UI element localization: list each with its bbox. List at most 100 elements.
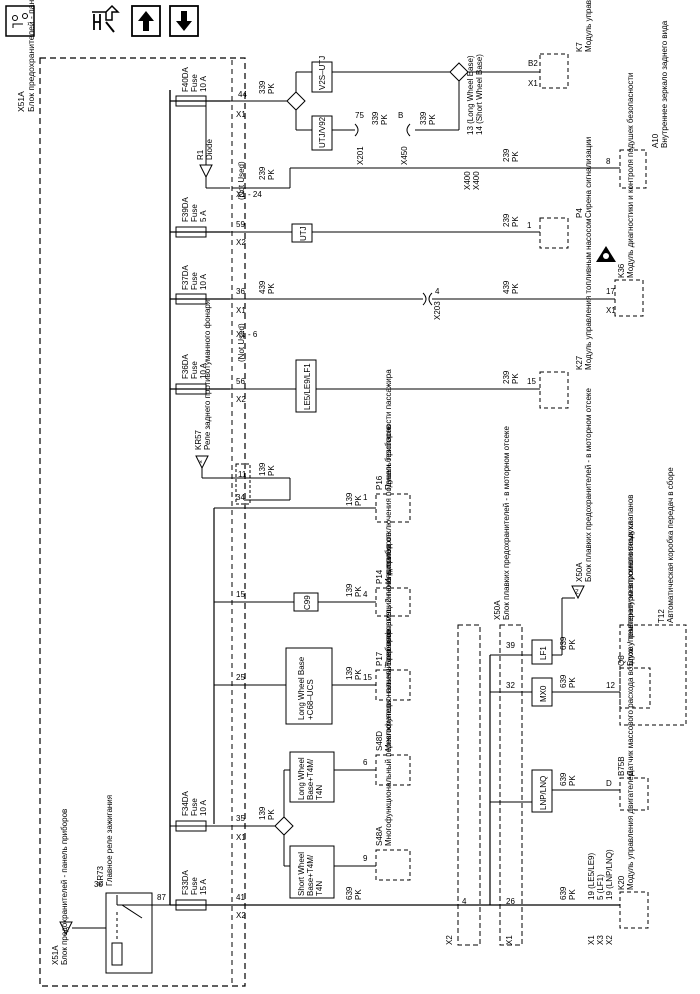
svg-text:KR57 Реле заднего против: KR57 Реле заднего противотуманного фонар…: [194, 300, 212, 450]
svg-text:X51A Блок предохранителе: X51A Блок предохранителей - панель прибо…: [51, 809, 69, 965]
svg-text:639PK: 639PK: [559, 674, 577, 688]
svg-text:41: 41: [236, 893, 245, 902]
fuse-f33da[interactable]: F33DA Fuse 15 A: [175, 868, 208, 911]
svg-text:K27 Модуль управления то: K27 Модуль управления топливным насосом: [575, 218, 593, 370]
svg-text:B: B: [398, 111, 403, 120]
component-p17[interactable]: P17 Блок информационного дисплея: [375, 544, 411, 701]
svg-text:75: 75: [355, 111, 364, 120]
svg-text:(Not Used): (Not Used): [237, 161, 246, 200]
svg-text:15: 15: [236, 590, 245, 599]
component-s48d[interactable]: S48D Многофункциональный переключатель 2…: [375, 532, 411, 786]
page-up-button[interactable]: [131, 5, 161, 37]
fuse-f39da[interactable]: F39DA Fuse 5 A: [170, 195, 230, 238]
circuit-f34da: 35 X1 139PK Long WheelBase+T4M/T4N Short…: [170, 751, 376, 899]
svg-text:X50A Блок плавких предох: X50A Блок плавких предохранителей - в мо…: [493, 426, 511, 620]
component-b75b[interactable]: B75B Датчик массового расхода воздуха / …: [617, 521, 649, 811]
fuse-f36da[interactable]: F36DA Fuse 10 A: [170, 352, 230, 395]
svg-text:439PK: 439PK: [258, 280, 276, 294]
svg-text:X1: X1: [236, 833, 246, 842]
svg-text:139PK: 139PK: [345, 492, 363, 506]
circuit-f40da: 44 X1 339PK 339PK 339PK 75 X201 B X450 V…: [230, 54, 540, 165]
diode-r1[interactable]: R1 Diode: [196, 101, 230, 189]
component-p4[interactable]: P4 Сирена сигнализации: [539, 137, 593, 249]
svg-text:F37DA Fuse 10 A: F37DA Fuse 10 A: [181, 263, 208, 290]
svg-text:KR73 Главное реле зажига: KR73 Главное реле зажигания: [96, 795, 114, 886]
svg-text:139PK: 139PK: [345, 583, 363, 597]
svg-text:15: 15: [527, 377, 536, 386]
svg-text:1: 1: [363, 493, 368, 502]
svg-text:139PK: 139PK: [345, 666, 363, 680]
svg-text:×: ×: [199, 460, 203, 466]
relay-kr57[interactable]: × KR57 Реле заднего противотуманного фон…: [194, 300, 291, 501]
svg-text:26: 26: [506, 897, 515, 906]
component-s48a[interactable]: S48A Многофункциональный переключатель -…: [375, 629, 411, 881]
circuit-f37da: 36 X1 439PK 439PK 4 X203 17 X1: [230, 280, 616, 320]
circuit-p17: 25 Long Wheel Base+C68–UCS 139PK 15: [214, 647, 376, 725]
component-k36[interactable]: K36 Модуль диагностики и контроля подуше…: [596, 73, 644, 317]
component-k27[interactable]: K27 Модуль управления топливным насосом: [539, 218, 593, 409]
component-k7[interactable]: B2 X1 K7 Модуль управления оборудованием…: [528, 0, 593, 89]
component-p16[interactable]: P16 Панель приборов: [375, 425, 411, 523]
fuse-f37da[interactable]: F37DA Fuse 10 A: [170, 263, 230, 305]
svg-text:P14 Индикатор отключения: P14 Индикатор отключения подушки безопас…: [375, 369, 393, 584]
component-k20[interactable]: 19 (LE5/LE9) 5 (LF1) 19 (LNP/LNQ) X1 X3 …: [587, 771, 649, 945]
svg-text:1: 1: [527, 221, 532, 230]
fusebox-x50a[interactable]: 39 32 4 26 X2 X1 X50A Блок плавких предо…: [445, 388, 593, 946]
svg-text:UTJ: UTJ: [299, 226, 308, 241]
legend-icon: [12, 13, 28, 28]
svg-text:UTJ/V92: UTJ/V92: [318, 116, 327, 148]
svg-text:X450: X450: [400, 146, 409, 165]
svg-text:9: 9: [363, 854, 368, 863]
fuse-f40da[interactable]: F40DA Fuse 10 A: [170, 65, 230, 107]
diagram-legend-button[interactable]: [5, 5, 35, 37]
svg-text:X1 - 24: X1 - 24: [236, 190, 262, 199]
svg-text:X2: X2: [445, 935, 454, 945]
circuit-f39da: 59 X2 UTJ 239PK 1: [230, 213, 540, 247]
svg-text:Long WheelBase+T4M/T4N: Long WheelBase+T4M/T4N: [297, 757, 324, 800]
svg-text:K7 Модуль управления обо: K7 Модуль управления оборудованием кузов…: [575, 0, 593, 52]
svg-text:239PK: 239PK: [258, 166, 276, 180]
component-p14[interactable]: P14 Индикатор отключения подушки безопас…: [375, 369, 411, 617]
svg-text:X50A Блок плавких предох: X50A Блок плавких предохранителей - в мо…: [575, 388, 593, 582]
connector-tool-button[interactable]: [92, 4, 120, 33]
svg-text:139PK: 139PK: [258, 462, 276, 476]
svg-text:(Not Used): (Not Used): [237, 323, 246, 362]
svg-text:C99: C99: [303, 595, 312, 610]
svg-text:X400: X400: [472, 171, 481, 190]
fuse-box-outline: [39, 57, 246, 987]
svg-text:K20 Модуль управления дв: K20 Модуль управления двигателем: [617, 771, 635, 890]
svg-text:X1 - 6: X1 - 6: [236, 330, 258, 339]
svg-text:X2: X2: [236, 395, 246, 404]
svg-text:P4 Сирена сигнализации: P4 Сирена сигнализации: [575, 137, 593, 218]
svg-text:239PK: 239PK: [502, 213, 520, 227]
svg-text:30: 30: [94, 880, 103, 889]
svg-text:Z: Z: [575, 590, 579, 596]
svg-text:11: 11: [238, 470, 247, 479]
svg-text:P16 Панель приборов: P16 Панель приборов: [375, 425, 393, 490]
svg-text:36: 36: [236, 287, 245, 296]
svg-text:Short WheelBase+T4M/T4N: Short WheelBase+T4M/T4N: [297, 852, 324, 896]
relay-kr73[interactable]: 30 87 KR73 Главное реле зажигания: [94, 795, 170, 974]
svg-text:B75B Датчик массового ра: B75B Датчик массового расхода воздуха / …: [617, 521, 635, 776]
svg-text:F40DA Fuse 10 A: F40DA Fuse 10 A: [181, 65, 208, 92]
svg-text:8: 8: [606, 157, 611, 166]
svg-text:X201: X201: [356, 146, 365, 165]
page-down-button[interactable]: [169, 5, 199, 37]
source-x51a[interactable]: X51A Блок предохранителей - панель прибо…: [51, 809, 106, 965]
svg-text:F39DA Fuse 5 A: F39DA Fuse 5 A: [181, 195, 208, 222]
svg-text:19 (LE5/LE9) 5 (LF1): 19 (LE5/LE9) 5 (LF1) 19 (LNP/LNQ): [587, 849, 614, 900]
svg-text:4: 4: [435, 287, 440, 296]
fuse-f34da[interactable]: F34DA Fuse 10 A: [175, 789, 208, 832]
component-q8-t12[interactable]: Q8 Блок управления электромагнитных клап…: [617, 467, 687, 726]
svg-text:15: 15: [363, 673, 372, 682]
svg-text:439PK: 439PK: [502, 280, 520, 294]
svg-text:X2: X2: [236, 911, 246, 920]
svg-text:35: 35: [236, 814, 245, 823]
svg-text:Q8 Блок управления элект: Q8 Блок управления электромагнитных клап…: [617, 494, 635, 666]
component-a10[interactable]: A10 Внутреннее зеркало заднего вида: [619, 20, 669, 189]
svg-text:139PK: 139PK: [258, 806, 276, 820]
svg-text:X2: X2: [236, 238, 246, 247]
svg-text:339PK: 339PK: [371, 111, 389, 125]
svg-text:S48A Многофункциональный: S48A Многофункциональный переключатель -…: [375, 629, 393, 846]
